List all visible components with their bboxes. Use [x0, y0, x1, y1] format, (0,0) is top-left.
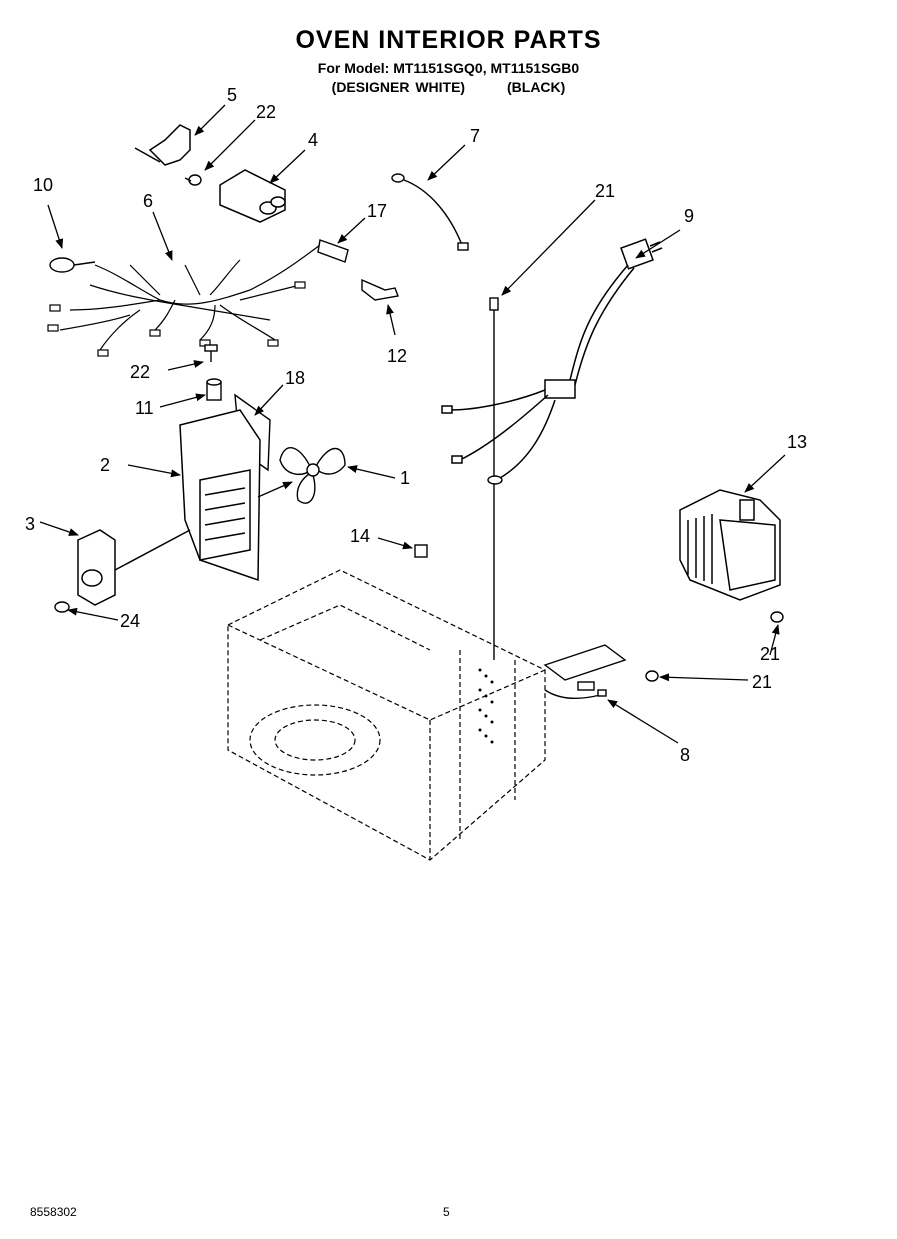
- callout-12: 12: [387, 346, 407, 366]
- model-line: For Model: MT1151SGQ0, MT1151SGB0: [317, 60, 580, 76]
- part-7-wire: [391, 173, 469, 251]
- part-1-fan-blade: [279, 447, 346, 504]
- part-13-magnetron: [679, 489, 781, 601]
- callout-4: 4: [308, 130, 318, 150]
- callout-labels: 5 22 4 10 6 17 7 21 9 12 22 11 18 2 1 3 …: [25, 85, 807, 765]
- callout-11: 11: [135, 398, 154, 418]
- page-number: 5: [443, 1205, 450, 1219]
- part-9-power-cord: [441, 238, 663, 479]
- page-title: OVEN INTERIOR PARTS: [295, 26, 602, 54]
- cabinet-vent-dots: [478, 668, 494, 744]
- callout-2: 2: [100, 455, 110, 475]
- model-variants: (DESIGNER WHITE) (BLACK): [0, 79, 897, 95]
- callout-22-mid: 22: [130, 362, 150, 382]
- part-21-screw-bracket: [645, 670, 659, 682]
- part-2-fan-bracket: [179, 409, 261, 582]
- cabinet-outline: [227, 569, 546, 861]
- callout-18: 18: [285, 368, 305, 388]
- callout-24: 24: [120, 611, 140, 631]
- callout-13: 13: [787, 432, 807, 452]
- part-22-screw-mid: [204, 344, 218, 362]
- callout-9: 9: [684, 206, 694, 226]
- callout-22-top: 22: [256, 102, 276, 122]
- part-21-ground-screw: [487, 297, 503, 660]
- part-5-bracket: [134, 124, 191, 166]
- part-12-clip: [361, 278, 399, 301]
- callout-3: 3: [25, 514, 35, 534]
- part-14-clip: [414, 544, 428, 558]
- callout-17: 17: [367, 201, 387, 221]
- variant-black: (BLACK): [507, 79, 566, 95]
- callout-1: 1: [400, 468, 410, 488]
- part-11-fitting: [206, 378, 222, 401]
- part-8-diode: [543, 644, 627, 699]
- variant-designer-white: (DESIGNER WHITE): [331, 79, 466, 95]
- leader-lines: [39, 104, 786, 744]
- callout-10: 10: [33, 175, 53, 195]
- callout-14: 14: [350, 526, 370, 546]
- part-6-wire-harness: [47, 244, 321, 357]
- callout-5: 5: [227, 85, 237, 105]
- callout-8: 8: [680, 745, 690, 765]
- part-24-screw: [54, 601, 70, 613]
- part-21-screw-magnetron: [770, 611, 784, 623]
- callout-21-magnetron: 21: [760, 644, 780, 664]
- callout-21-top: 21: [595, 181, 615, 201]
- callout-7: 7: [470, 126, 480, 146]
- callout-6: 6: [143, 191, 153, 211]
- part-4-capacitor: [219, 169, 286, 223]
- part-10-thermal-switch: [49, 257, 96, 273]
- part-17-cutout: [317, 239, 349, 263]
- part-22-screw-top: [184, 174, 202, 186]
- document-number: 8558302: [30, 1205, 77, 1219]
- part-3-fan-motor: [77, 529, 191, 606]
- callout-21-bracket: 21: [752, 672, 772, 692]
